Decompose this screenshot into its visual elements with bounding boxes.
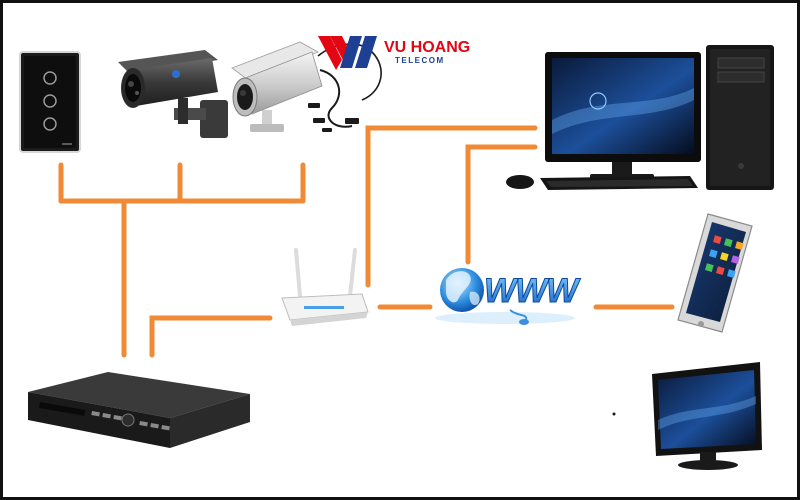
bullet-camera-icon [118,50,228,138]
touch-switch-icon [19,51,81,153]
vu-hoang-telecom-logo: VU HOANG TELECOM [318,36,470,70]
monitor-icon [612,362,762,470]
www-label: WWW [484,272,581,310]
logo-mark-h [340,36,362,68]
bullet-camera-icon [231,41,382,132]
dvr-recorder-icon [28,372,250,448]
logo-mark-v [318,36,342,70]
logo-mark-h [355,36,377,68]
smartphone-icon [677,213,753,333]
connector-globe-to-pc [465,144,538,265]
wifi-router-icon [281,248,369,326]
connector-lines [58,125,675,358]
logo-brand-name: VU HOANG [384,39,470,56]
connector-router-to-pc [365,125,538,288]
connector-dvr-to-router [149,315,273,358]
desktop-computer-icon [506,45,774,190]
logo-brand-subtitle: TELECOM [395,56,445,65]
globe-icon: WWW [435,268,583,325]
